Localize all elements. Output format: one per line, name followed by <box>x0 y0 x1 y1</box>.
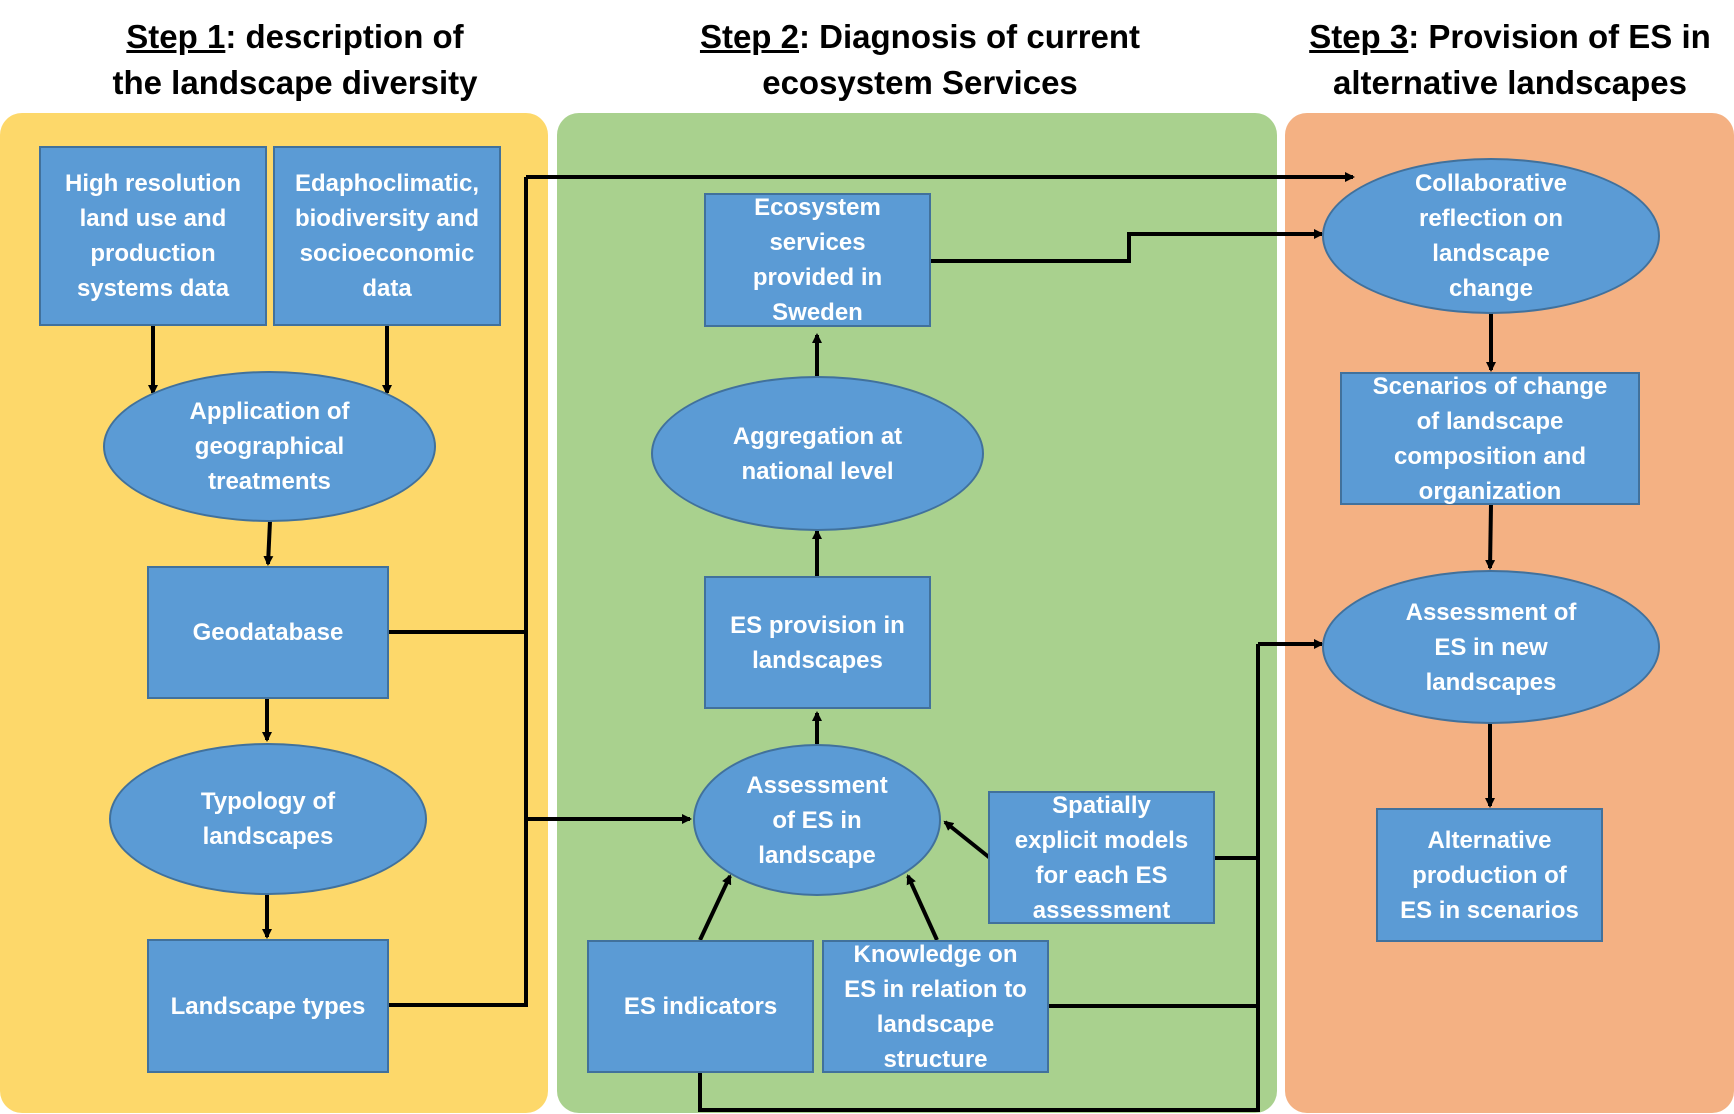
step1-label: Step 1 <box>126 18 226 55</box>
assessment-es-ellipse: Assessment of ES in landscape <box>693 744 941 896</box>
aggregation-label: Aggregation at national level <box>732 422 903 485</box>
geodatabase-label: Geodatabase <box>192 619 344 646</box>
es-provision-box: ES provision in landscapes <box>704 576 931 709</box>
spatial-models-box: Spatially explicit models for each ES as… <box>988 791 1215 924</box>
es-sweden-box: Ecosystem services provided in Sweden <box>704 193 931 327</box>
step2-title: : Diagnosis of current ecosystem Service… <box>762 18 1141 101</box>
step2-label: Step 2 <box>699 18 799 55</box>
arrow-scenarios-to-assessment-new <box>1485 504 1496 570</box>
collaborative-label: Collaborative reflection on landscape ch… <box>1414 170 1568 302</box>
scenarios-box: Scenarios of change of landscape composi… <box>1340 372 1640 505</box>
step2-header: Step 2: Diagnosis of current ecosystem S… <box>670 14 1170 106</box>
es-provision-label: ES provision in landscapes <box>730 611 905 674</box>
step3-title: : Provision of ES in alternative landsca… <box>1332 18 1711 101</box>
geo-treatments-label: Application of geographical treatments <box>189 398 350 495</box>
arrow-spatial-to-assessment <box>943 820 992 860</box>
geodatabase-box: Geodatabase <box>147 566 389 699</box>
arrow-treatments-to-geodb <box>263 520 274 566</box>
alternative-label: Alternative production of ES in scenario… <box>1400 826 1579 924</box>
collaborative-ellipse: Collaborative reflection on landscape ch… <box>1322 158 1660 314</box>
knowledge-box: Knowledge on ES in relation to landscape… <box>822 940 1049 1073</box>
arrow-sweden-to-collaborative <box>930 229 1324 263</box>
es-indicators-label: ES indicators <box>623 993 778 1020</box>
assessment-new-ellipse: Assessment of ES in new landscapes <box>1322 570 1660 724</box>
assessment-es-label: Assessment of ES in landscape <box>746 771 888 869</box>
scenarios-label: Scenarios of change of landscape composi… <box>1372 372 1608 505</box>
alternative-box: Alternative production of ES in scenario… <box>1376 808 1603 942</box>
es-sweden-label: Ecosystem services provided in Sweden <box>752 194 883 326</box>
landscape-types-box: Landscape types <box>147 939 389 1073</box>
line-types-out <box>389 177 528 1007</box>
step1-title: : description of the landscape diversity <box>112 18 478 101</box>
aggregation-ellipse: Aggregation at national level <box>651 376 984 531</box>
arrow-indicators-to-assessment <box>698 874 732 941</box>
es-indicators-box: ES indicators <box>587 940 814 1073</box>
typology-label: Typology of landscapes <box>200 788 336 850</box>
geo-treatments-ellipse: Application of geographical treatments <box>103 371 436 522</box>
spatial-models-label: Spatially explicit models for each ES as… <box>1014 791 1189 924</box>
knowledge-label: Knowledge on ES in relation to landscape… <box>844 940 1027 1073</box>
assessment-new-label: Assessment of ES in new landscapes <box>1405 598 1577 696</box>
line-indicators-bottom <box>698 644 1260 1112</box>
typology-ellipse: Typology of landscapes <box>109 743 427 895</box>
edapho-data-label: Edaphoclimatic, biodiversity and socioec… <box>294 170 480 302</box>
edapho-data-box: Edaphoclimatic, biodiversity and socioec… <box>273 146 501 326</box>
step3-label: Step 3 <box>1309 18 1409 55</box>
land-use-data-label: High resolution land use and production … <box>65 170 241 302</box>
step3-header: Step 3: Provision of ES in alternative l… <box>1300 14 1720 106</box>
land-use-data-box: High resolution land use and production … <box>39 146 267 326</box>
step1-header: Step 1: description of the landscape div… <box>95 14 495 106</box>
landscape-types-label: Landscape types <box>170 992 366 1020</box>
arrow-knowledge-to-assessment <box>906 874 939 941</box>
